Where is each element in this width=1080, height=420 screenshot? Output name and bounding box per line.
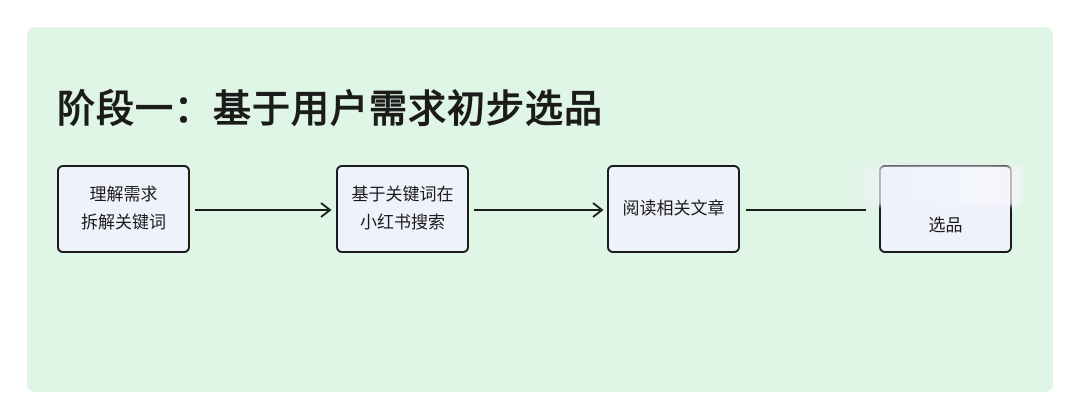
node-n1-line-2: 拆解关键词 — [81, 213, 166, 233]
node-n2-line-2: 小红书搜索 — [360, 213, 445, 233]
occlusion-blur — [853, 166, 1023, 206]
node-n2-line-1: 基于关键词在 — [351, 185, 454, 205]
node-n3-line-1: 阅读相关文章 — [622, 199, 725, 219]
diagram-title: 阶段一：基于用户需求初步选品 — [57, 87, 604, 131]
edge-n1-n2-arrowhead — [320, 202, 332, 218]
edge-n2-n3-arrowhead — [592, 202, 604, 218]
node-n2: 基于关键词在 小红书搜索 — [336, 165, 469, 253]
node-n4-line-1: 选品 — [928, 216, 963, 236]
node-n3: 阅读相关文章 — [607, 165, 740, 253]
node-n1-line-1: 理解需求 — [89, 185, 158, 205]
node-n1: 理解需求 拆解关键词 — [57, 165, 190, 253]
